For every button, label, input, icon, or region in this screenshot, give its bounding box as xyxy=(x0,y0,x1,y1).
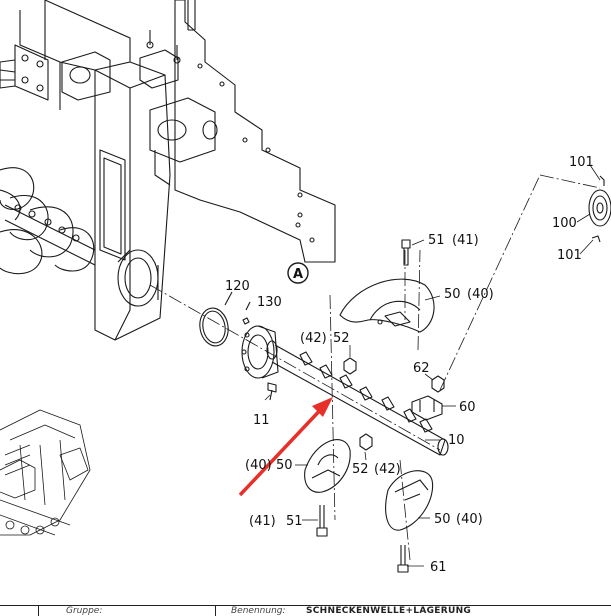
detail-marker-letter: A xyxy=(293,267,303,282)
clamp-60 xyxy=(411,395,443,421)
title-block: Gruppe: Benennung: SCHNECKENWELLE+LAGERU… xyxy=(0,605,611,616)
nut-52-low xyxy=(359,433,373,451)
leader-lines xyxy=(264,164,601,567)
grease-nipple-130 xyxy=(242,301,251,325)
callout-51-low: 51 xyxy=(286,514,303,529)
auger-shaft-10 xyxy=(271,344,449,456)
bearing-flange xyxy=(241,325,279,379)
callout-52-mid: 52 xyxy=(333,331,350,346)
callout-101-bottom: 101 xyxy=(557,248,582,263)
callout-62: 62 xyxy=(413,361,430,376)
o-ring-120 xyxy=(199,307,229,347)
bolt-11 xyxy=(267,382,277,401)
red-arrow-icon xyxy=(238,397,333,497)
callout-11: 11 xyxy=(253,413,270,428)
group-label: Gruppe: xyxy=(66,606,103,616)
bolt-51-low xyxy=(316,505,328,537)
flight-segment-50-top xyxy=(339,278,435,333)
flight-segment-50-left xyxy=(304,439,351,493)
bolt-61 xyxy=(397,545,409,573)
callout-51-top: 51 xyxy=(428,233,445,248)
callout-labels: 101 100 101 51 (41) 50 (40) 120 130 (42)… xyxy=(225,155,594,575)
callout-100: 100 xyxy=(552,216,577,231)
callout-60: 60 xyxy=(459,400,476,415)
callout-52-low: 52 xyxy=(352,462,369,477)
callout-120: 120 xyxy=(225,279,250,294)
callout-42-mid: (42) xyxy=(300,331,327,346)
callout-50-left: 50 xyxy=(276,458,293,473)
name-label: Benennung: xyxy=(231,606,286,616)
part-name: SCHNECKENWELLE+LAGERUNG xyxy=(306,606,472,616)
callout-50-top: 50 xyxy=(444,287,461,302)
callout-101-top: 101 xyxy=(569,155,594,170)
detail-marker-a xyxy=(287,262,309,284)
leader-120 xyxy=(224,291,233,306)
callout-50-low: 50 xyxy=(434,512,451,527)
center-lines xyxy=(149,174,601,561)
bearing-100 xyxy=(588,175,611,243)
title-divider xyxy=(215,606,216,616)
callout-40-left: (40) xyxy=(245,458,272,473)
callout-40-top: (40) xyxy=(467,287,494,302)
callout-41-low: (41) xyxy=(249,514,276,529)
nut-52-mid xyxy=(343,357,357,375)
callout-42-low: (42) xyxy=(374,462,401,477)
callout-10: 10 xyxy=(448,433,465,448)
callout-40-low: (40) xyxy=(456,512,483,527)
paver-thumbnail xyxy=(0,409,91,536)
flight-segment-50-right xyxy=(385,470,434,531)
callout-61: 61 xyxy=(430,560,447,575)
callout-130: 130 xyxy=(257,295,282,310)
bolt-51-top xyxy=(401,239,411,266)
gearbox-housing xyxy=(0,0,218,341)
auger-flights-left xyxy=(0,167,96,275)
callout-41-top: (41) xyxy=(452,233,479,248)
mounting-plate xyxy=(174,0,336,263)
title-divider xyxy=(38,606,39,616)
nut-62 xyxy=(431,375,445,393)
